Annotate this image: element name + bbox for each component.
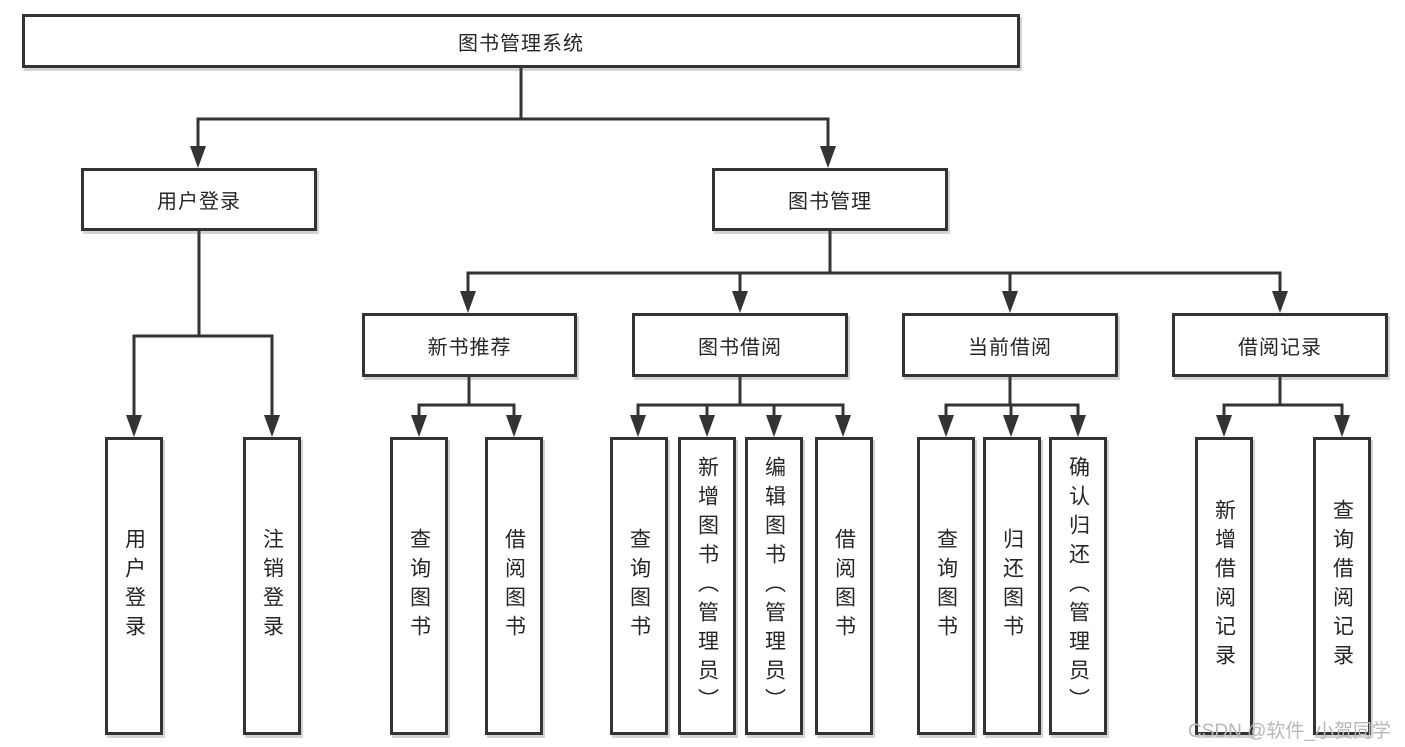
leaf-add-borrow-record: 新增借阅记录 bbox=[1195, 437, 1253, 735]
leaf-return-books: 归还图书 bbox=[983, 437, 1041, 735]
node-library-system: 图书管理系统 bbox=[22, 14, 1020, 68]
node-label: 用户登录 bbox=[122, 528, 146, 644]
node-label: 图书借阅 bbox=[698, 336, 782, 359]
leaf-edit-books-admin: 编辑图书（管理员） bbox=[745, 437, 803, 735]
node-user-login: 用户登录 bbox=[81, 168, 317, 231]
node-current-borrow: 当前借阅 bbox=[902, 313, 1118, 377]
node-label: 查询图书 bbox=[407, 528, 431, 644]
leaf-confirm-return-admin: 确认归还（管理员） bbox=[1049, 437, 1107, 735]
leaf-query-books-recommend: 查询图书 bbox=[390, 437, 448, 735]
csdn-watermark: CSDN @软件_小贺同学 bbox=[1188, 721, 1391, 742]
leaf-query-books-borrow: 查询图书 bbox=[610, 437, 668, 735]
node-label: 图书管理系统 bbox=[458, 32, 584, 55]
node-label: 新书推荐 bbox=[427, 336, 512, 359]
node-label: 借阅图书 bbox=[502, 528, 526, 644]
node-label: 借阅记录 bbox=[1238, 336, 1322, 359]
node-label: 查询借阅记录 bbox=[1330, 499, 1354, 673]
leaf-borrow-books: 借阅图书 bbox=[815, 437, 873, 735]
node-new-book-recommend: 新书推荐 bbox=[362, 313, 577, 377]
leaf-add-books-admin: 新增图书（管理员） bbox=[678, 437, 736, 735]
node-label: 查询图书 bbox=[627, 528, 651, 644]
node-label: 当前借阅 bbox=[968, 336, 1052, 359]
node-label: 注销登录 bbox=[260, 528, 284, 644]
node-label: 查询图书 bbox=[934, 528, 958, 644]
node-book-borrow: 图书借阅 bbox=[632, 313, 848, 377]
node-book-management: 图书管理 bbox=[712, 168, 948, 231]
node-label: 用户登录 bbox=[157, 191, 241, 213]
leaf-logout: 注销登录 bbox=[243, 437, 301, 735]
node-label: 确认归还（管理员） bbox=[1066, 455, 1090, 717]
node-label: 编辑图书（管理员） bbox=[762, 455, 786, 717]
leaf-query-borrow-record: 查询借阅记录 bbox=[1313, 437, 1371, 735]
node-label: 图书管理 bbox=[788, 191, 872, 213]
node-label: 归还图书 bbox=[1000, 528, 1024, 644]
node-label: 新增图书（管理员） bbox=[695, 455, 719, 717]
node-label: 借阅图书 bbox=[832, 528, 856, 644]
node-label: 新增借阅记录 bbox=[1212, 499, 1236, 673]
leaf-query-books-current: 查询图书 bbox=[917, 437, 975, 735]
leaf-borrow-books-recommend: 借阅图书 bbox=[485, 437, 543, 735]
leaf-user-login: 用户登录 bbox=[105, 437, 163, 735]
node-borrow-records: 借阅记录 bbox=[1172, 313, 1388, 377]
